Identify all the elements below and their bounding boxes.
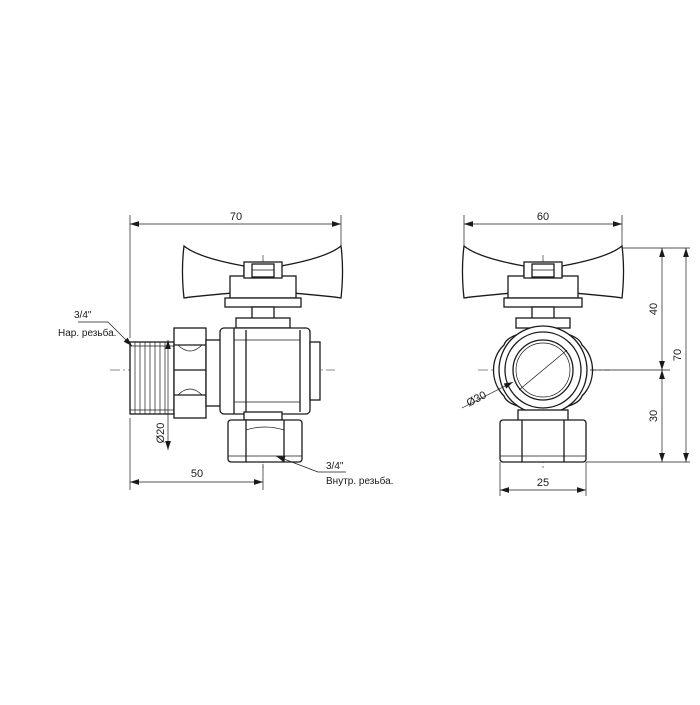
middle-circle [504, 331, 582, 409]
butterfly-handle [181, 244, 344, 329]
dim-60-label: 60 [537, 211, 549, 223]
dim-70-side-label: 70 [672, 349, 684, 361]
outer-thread-label: Нар. резьба. [58, 327, 116, 339]
dimension-d30 [461, 381, 514, 409]
side-valve-body [492, 325, 594, 415]
bore-circle [512, 339, 574, 401]
dimension-25 [499, 462, 587, 496]
union-nut [173, 327, 223, 419]
dim-d30-label: Ø30 [465, 389, 489, 409]
threaded-nipple [129, 341, 175, 415]
inner-thread-size: 3/4" [326, 461, 344, 472]
dimension-vertical [586, 247, 690, 463]
dim-30-label: 30 [648, 410, 660, 422]
female-outlet [227, 411, 303, 463]
dimension-50 [129, 418, 264, 490]
leader-outer-thread [78, 321, 133, 347]
dimension-60 [463, 215, 623, 246]
dim-50-label: 50 [191, 468, 203, 480]
side-female-outlet [499, 409, 587, 463]
leader-inner-thread [275, 455, 346, 473]
dim-40-label: 40 [648, 303, 660, 315]
outer-thread-size: 3/4" [74, 310, 92, 321]
side-butterfly-handle [461, 244, 625, 329]
dim-d20-label: Ø20 [155, 423, 167, 444]
dim-25-label: 25 [537, 477, 549, 489]
inner-thread-label: Внутр. резьба. [326, 475, 393, 487]
dimension-70-front [129, 215, 342, 338]
dim-70-label: 70 [230, 211, 242, 223]
thread-circle [515, 342, 571, 398]
side-view: 60 25 Ø30 40 30 70 [461, 211, 690, 496]
valve-body [219, 327, 321, 415]
front-view: 70 50 Ø20 3/4" Нар. резьба. 3/4" Внутр. … [58, 211, 393, 490]
